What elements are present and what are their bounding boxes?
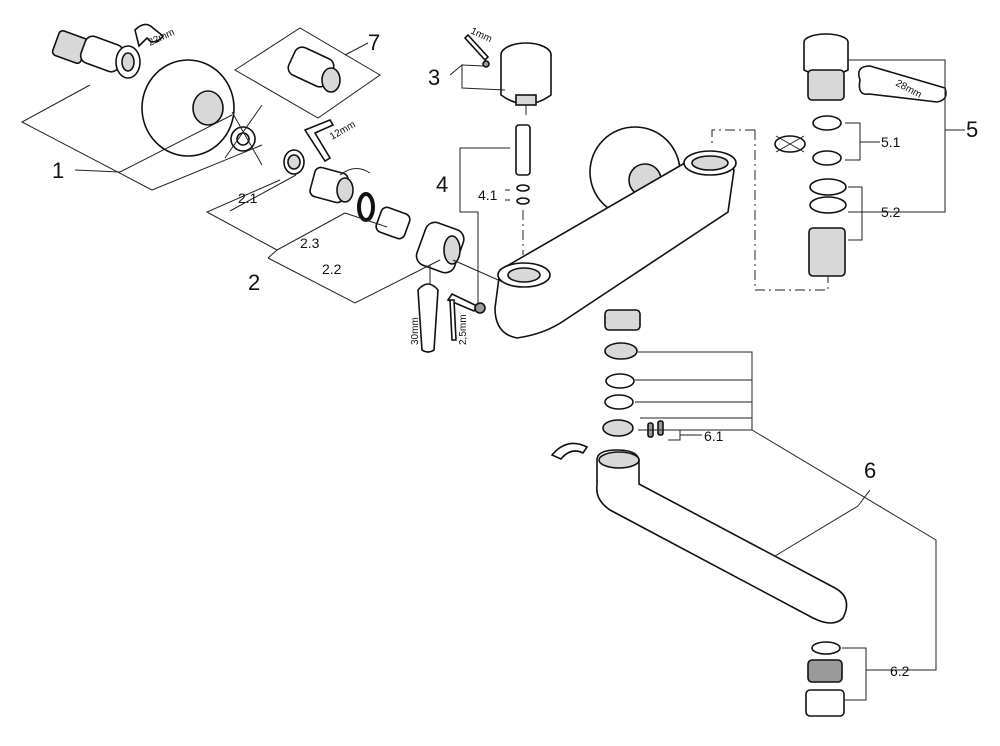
callout-1: 1 xyxy=(52,158,64,183)
callout-6-1: 6.1 xyxy=(704,428,724,444)
hex-key-1mm-icon xyxy=(463,33,490,68)
callout-7: 7 xyxy=(368,30,380,55)
tool-size-2-5mm: 2,5mm xyxy=(458,314,469,345)
part-6-spout-rings xyxy=(550,342,664,460)
callout-4: 4 xyxy=(436,172,448,197)
wrench-22mm-icon xyxy=(134,23,165,48)
wrench-30mm-icon xyxy=(417,265,439,353)
callout-3-leader xyxy=(449,63,506,91)
part-3-handle xyxy=(500,42,552,115)
callout-2-3: 2.3 xyxy=(300,235,320,251)
hex-key-12mm-icon xyxy=(303,119,335,163)
callout-2: 2 xyxy=(248,270,260,295)
callout-2-leaders xyxy=(205,174,441,304)
callout-6: 6 xyxy=(864,458,876,483)
tool-size-30mm: 30mm xyxy=(410,317,421,345)
callout-5-1: 5.1 xyxy=(881,134,901,150)
callout-3: 3 xyxy=(428,65,440,90)
callout-4-1: 4.1 xyxy=(478,187,498,203)
callout-2-2: 2.2 xyxy=(322,261,342,277)
callout-6-leaders xyxy=(635,351,937,701)
part-7-extension xyxy=(234,27,381,119)
part-5-diverter xyxy=(774,33,849,277)
part-4-cartridge xyxy=(515,124,531,255)
part-1-valve-assembly xyxy=(51,29,263,166)
assembly-dashed-guide xyxy=(711,129,755,145)
callout-1-leaders xyxy=(20,84,263,191)
mixer-body xyxy=(494,126,737,339)
part-2-angle-valve xyxy=(283,149,465,274)
callout-2-1: 2.1 xyxy=(238,190,258,206)
callout-5-2: 5.2 xyxy=(881,204,901,220)
callout-5: 5 xyxy=(966,117,978,142)
callout-4-leaders xyxy=(459,147,510,305)
callout-5-leaders xyxy=(845,59,965,241)
part-6-spout xyxy=(595,449,848,624)
hex-key-2-5mm-icon xyxy=(446,292,486,341)
part-6-2-aerator xyxy=(805,641,845,717)
callout-6-2: 6.2 xyxy=(890,663,910,679)
